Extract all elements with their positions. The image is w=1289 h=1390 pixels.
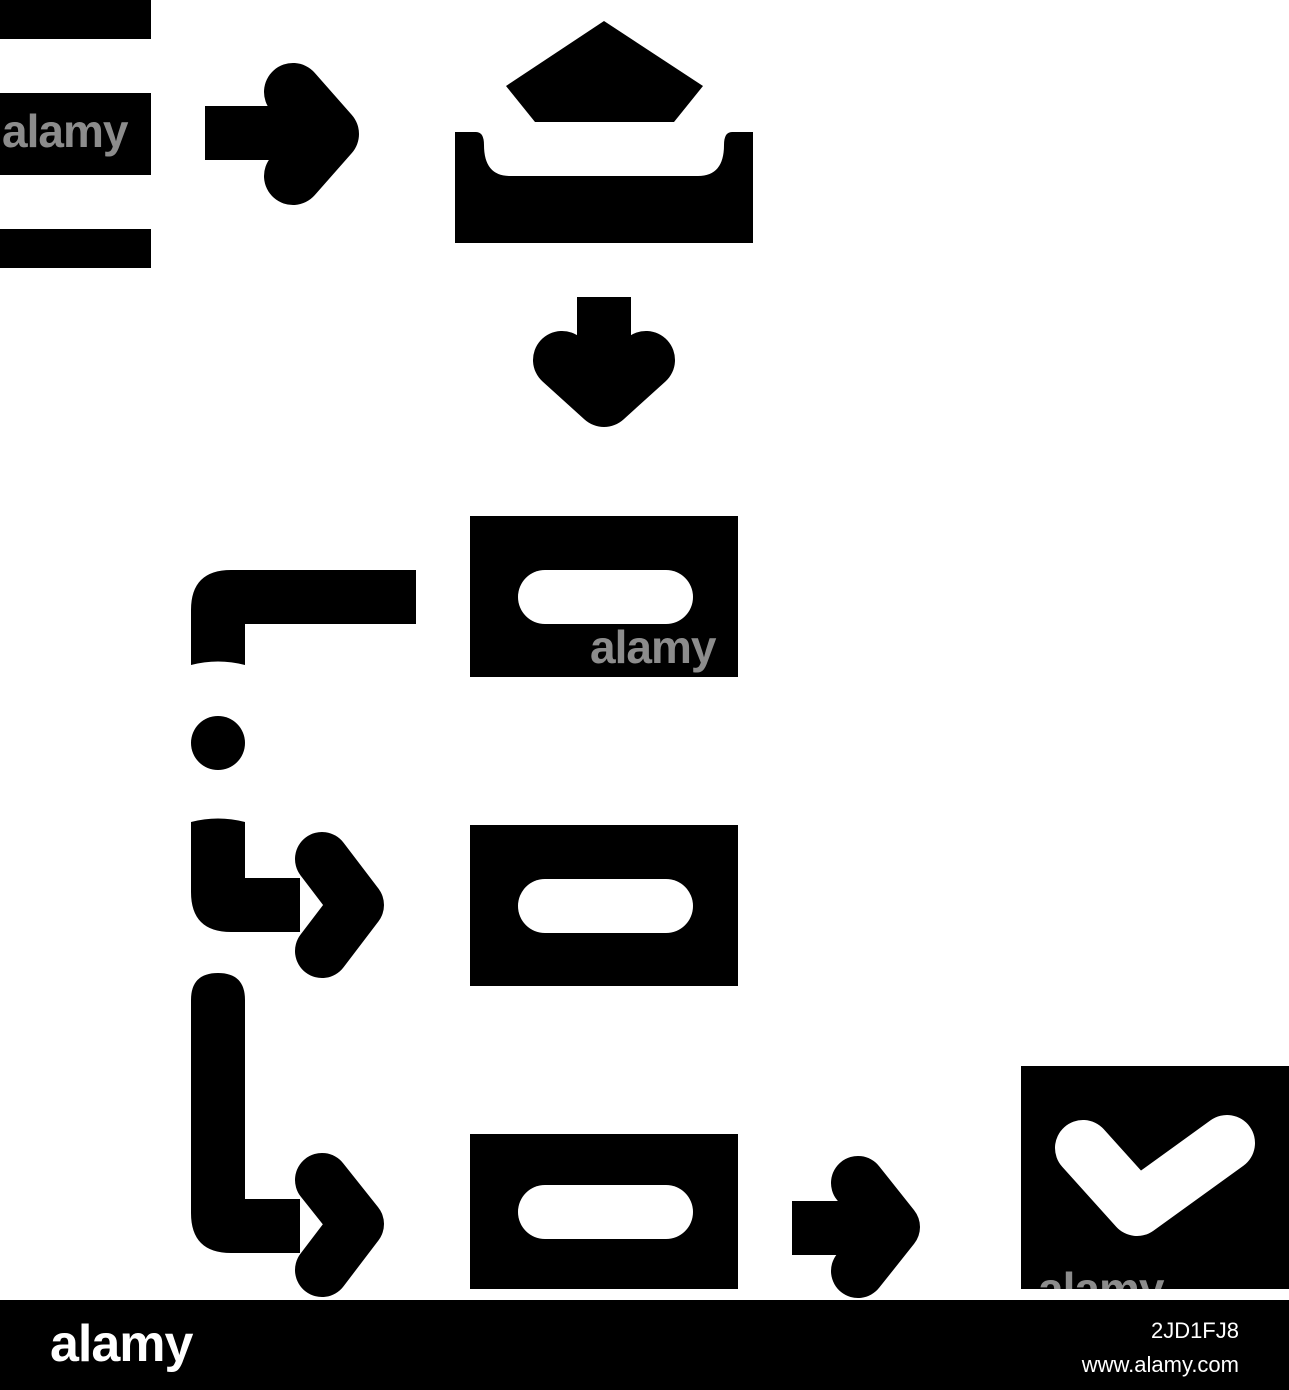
process-box-icon <box>470 516 738 677</box>
arrow-down-icon <box>533 297 675 427</box>
watermark: alamy <box>2 105 128 157</box>
footer-bar: alamy 2JD1FJ8 www.alamy.com <box>0 1300 1289 1390</box>
process-box-icon <box>470 825 738 986</box>
arrow-right-icon <box>792 1156 920 1298</box>
arrow-right-icon <box>191 818 384 978</box>
list-icon <box>0 0 151 268</box>
process-box-icon <box>470 1134 738 1289</box>
arrow-right-icon <box>191 973 384 1297</box>
checkmark-box-icon <box>1021 1066 1289 1289</box>
footer-site-url: www.alamy.com <box>1081 1352 1239 1377</box>
arrow-right-icon <box>205 63 359 205</box>
workflow-icon-canvas <box>0 0 1289 1298</box>
connector-line-icon <box>191 570 416 665</box>
inbox-tray-icon <box>455 21 753 243</box>
watermark: alamy <box>590 621 716 673</box>
footer-brand-logo: alamy <box>50 1315 193 1373</box>
dot-icon <box>191 716 245 770</box>
footer-image-id: 2JD1FJ8 <box>1150 1318 1239 1343</box>
